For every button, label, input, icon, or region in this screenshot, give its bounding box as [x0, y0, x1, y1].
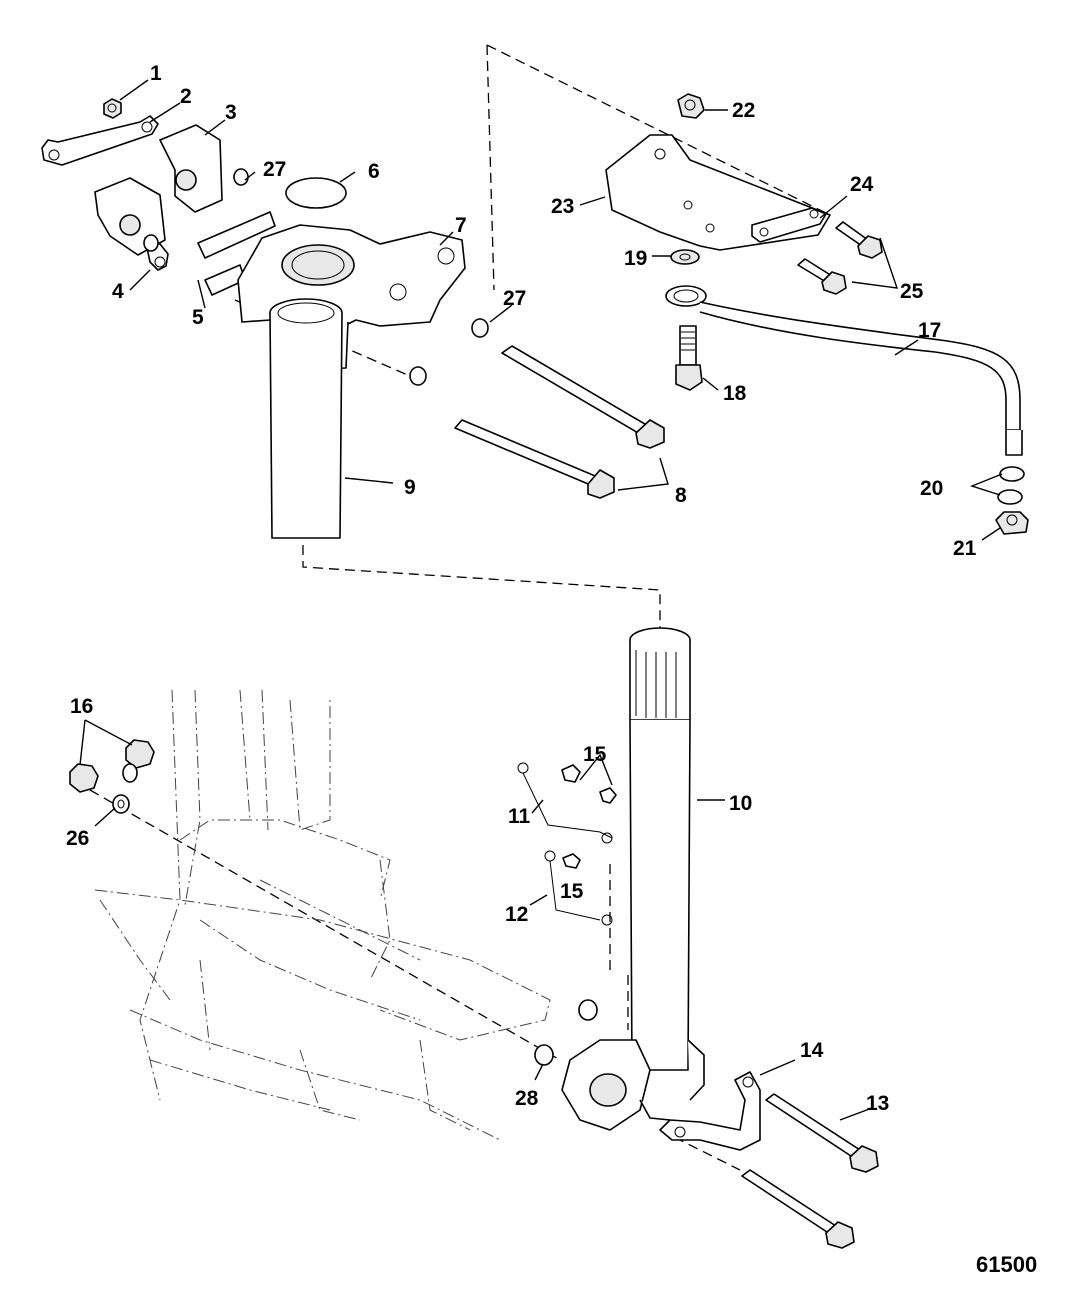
part-9-bushing — [269, 298, 343, 539]
callout-2: 2 — [180, 85, 192, 108]
part-10-lower-yoke — [561, 1039, 705, 1131]
part-14-clamp — [659, 1071, 761, 1151]
callout-4: 4 — [112, 280, 124, 303]
part-18-bolt — [675, 325, 703, 391]
part-24-plate — [751, 207, 827, 243]
callout-14: 14 — [800, 1039, 824, 1062]
callout-13: 13 — [866, 1092, 889, 1115]
callout-3: 3 — [225, 101, 237, 124]
callout-25: 25 — [900, 280, 924, 303]
callout-18: 18 — [723, 382, 747, 405]
callout-28: 28 — [515, 1087, 539, 1110]
part-17-steering-link — [665, 285, 1023, 456]
callout-8: 8 — [675, 484, 687, 507]
figure-reference-number: 61500 — [976, 1252, 1037, 1277]
callout-26: 26 — [66, 827, 89, 850]
part-1-nut — [103, 98, 122, 119]
part-8-bolts — [454, 345, 665, 499]
part-26-washer — [112, 794, 130, 814]
callout-27-upper: 27 — [263, 158, 286, 181]
callout-11: 11 — [508, 805, 531, 828]
callout-5: 5 — [192, 306, 204, 329]
callout-27-lower: 27 — [503, 287, 526, 310]
part-25-bolts — [797, 221, 883, 295]
part-21-nut — [995, 511, 1029, 535]
lower-unit-phantom — [94, 689, 551, 1141]
part-28-washers — [534, 999, 598, 1066]
callout-15-upper: 15 — [583, 743, 607, 766]
callout-19: 19 — [624, 247, 647, 270]
assembly-dashed-lines — [89, 44, 831, 1171]
part-23-bracket — [605, 134, 831, 251]
callout-9: 9 — [404, 476, 416, 499]
part-27-washer-a — [143, 168, 249, 252]
part-13-bolts — [741, 1093, 879, 1249]
callout-7: 7 — [455, 214, 467, 237]
part-19-washer — [670, 249, 700, 265]
part-22-nut — [677, 93, 705, 119]
part-20-washers — [997, 466, 1025, 505]
callout-10: 10 — [729, 792, 752, 815]
part-27-washer-b — [409, 318, 489, 386]
callout-17: 17 — [918, 319, 941, 342]
callout-1: 1 — [150, 62, 162, 85]
callout-23: 23 — [551, 195, 574, 218]
part-2-retainer — [41, 115, 159, 166]
callout-labels: 1 2 3 4 5 6 7 8 9 10 11 12 13 14 15 15 1… — [66, 62, 977, 1115]
leader-lines — [79, 79, 1003, 1121]
callout-20: 20 — [920, 477, 943, 500]
callout-6: 6 — [368, 160, 380, 183]
callout-24: 24 — [850, 173, 874, 196]
part-11-ground-strap — [517, 762, 613, 844]
part-10-steering-tube — [629, 627, 691, 1071]
part-15-screws — [561, 764, 617, 869]
part-12-ground-strap — [544, 850, 613, 926]
callout-16: 16 — [70, 695, 93, 718]
callout-15-lower: 15 — [560, 880, 584, 903]
part-16-caps — [69, 739, 155, 793]
callout-21: 21 — [953, 537, 977, 560]
callout-22: 22 — [732, 99, 755, 122]
part-6-ring — [285, 177, 347, 209]
callout-12: 12 — [505, 903, 528, 926]
